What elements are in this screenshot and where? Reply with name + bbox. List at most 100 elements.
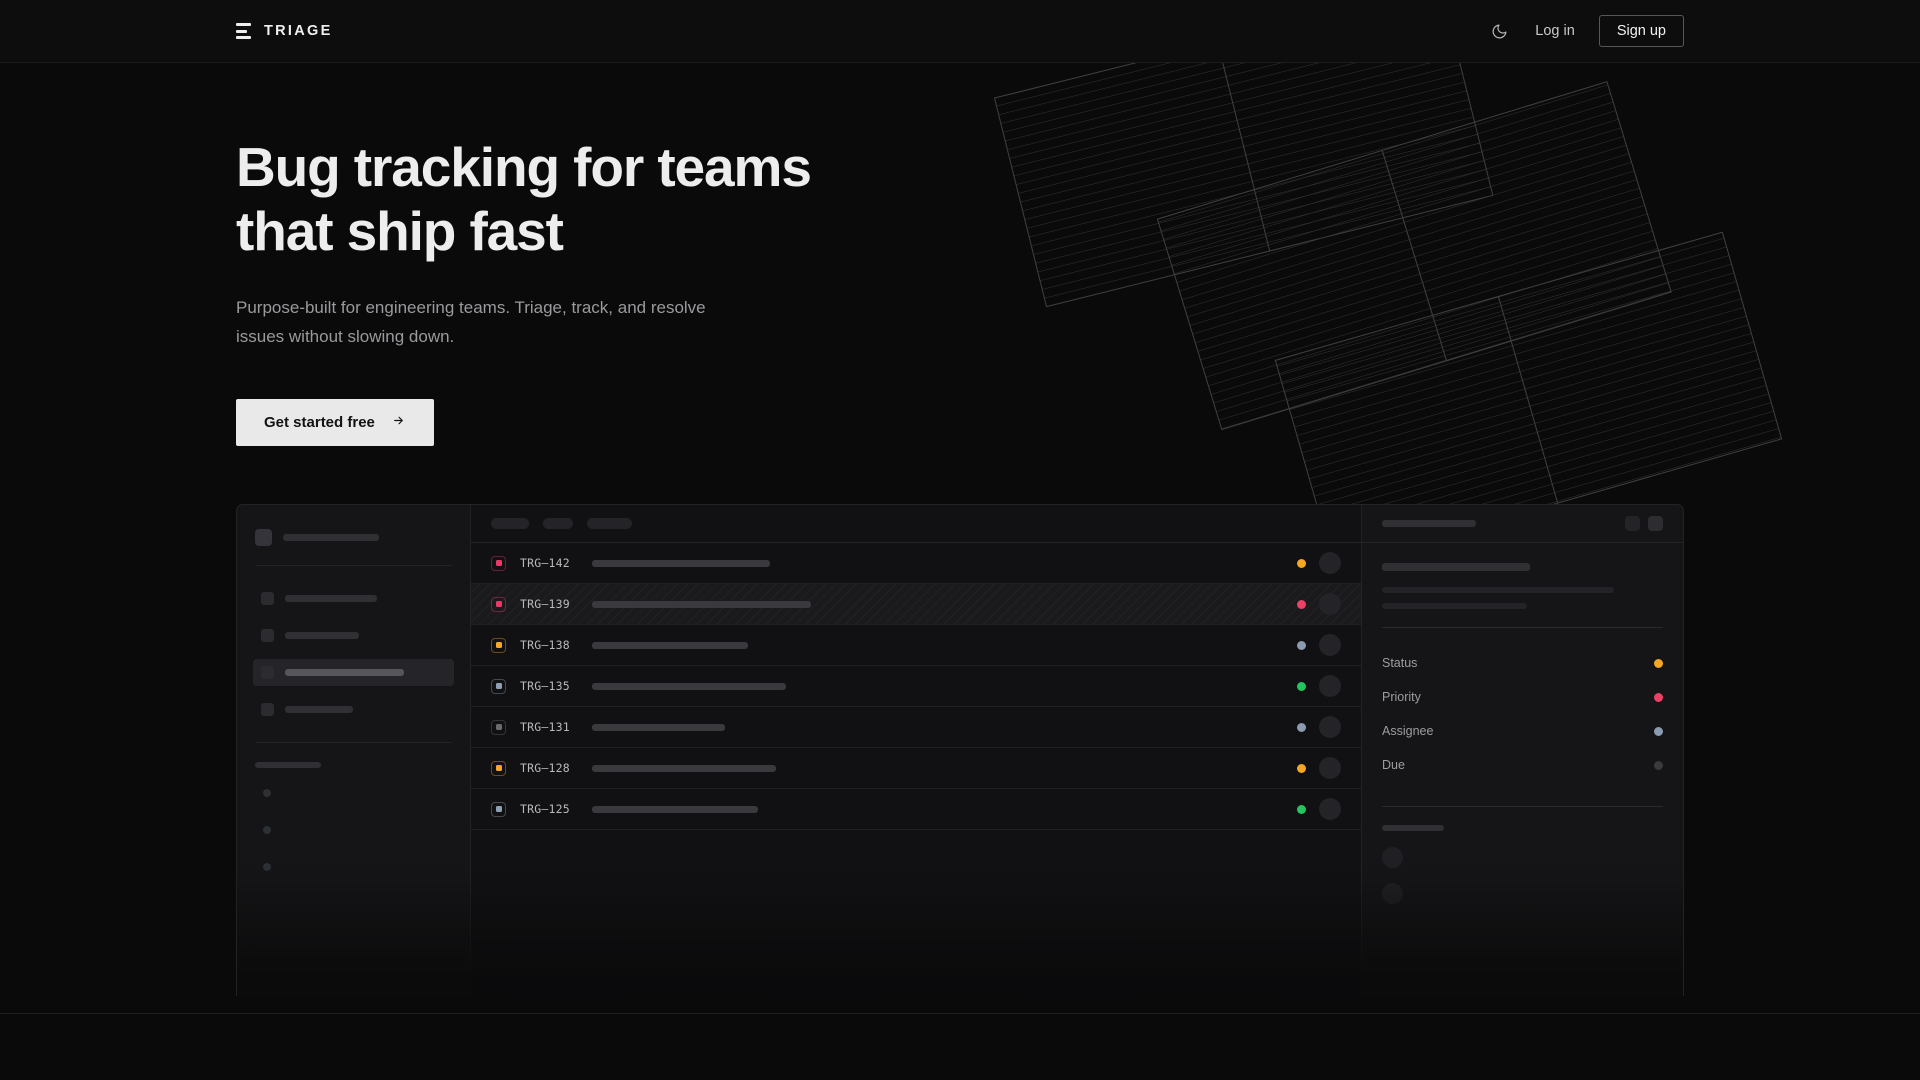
detail-title-skeleton — [1382, 520, 1476, 528]
detail-meta-label: Priority — [1382, 690, 1421, 705]
heading-line-2: that ship fast — [236, 200, 564, 263]
status-badge — [1297, 763, 1306, 773]
detail-meta-row[interactable]: Due — [1382, 748, 1663, 782]
detail-meta-row[interactable]: Assignee — [1382, 714, 1663, 748]
issue-title-skeleton — [592, 764, 776, 772]
detail-footer-label-skeleton — [1382, 825, 1444, 832]
issue-id: TRG–142 — [520, 556, 570, 571]
detail-panel-footer — [1362, 825, 1683, 919]
login-link[interactable]: Log in — [1535, 23, 1575, 39]
priority-badge-icon — [491, 678, 506, 694]
status-badge — [1297, 599, 1306, 609]
sidebar-item-label-skeleton — [285, 669, 404, 677]
detail-divider-bottom — [1382, 806, 1663, 808]
detail-meta-value-dot — [1654, 658, 1663, 668]
detail-meta-value-dot — [1654, 760, 1663, 770]
sidebar-sub-item-3[interactable] — [253, 856, 454, 878]
sidebar-item-icon — [261, 703, 274, 717]
issue-id: TRG–139 — [520, 597, 570, 612]
priority-badge-icon — [491, 719, 506, 735]
sidebar-item-icon — [261, 666, 274, 680]
table-row[interactable]: TRG–142 — [471, 543, 1361, 585]
issue-id: TRG–125 — [520, 802, 570, 817]
avatar — [1319, 552, 1341, 575]
mockup-sidebar — [237, 505, 471, 997]
priority-badge-icon — [491, 555, 506, 571]
status-badge — [1297, 558, 1306, 568]
sidebar-item-2[interactable] — [253, 622, 454, 649]
signup-button[interactable]: Sign up — [1598, 15, 1684, 47]
sidebar-item-4[interactable] — [253, 696, 454, 723]
bullet-icon — [263, 826, 271, 835]
avatar — [1319, 716, 1341, 739]
table-row[interactable]: TRG–125 — [471, 789, 1361, 831]
moon-icon[interactable] — [1487, 19, 1511, 43]
detail-body-line-2 — [1382, 603, 1527, 610]
detail-meta-label: Status — [1382, 656, 1418, 671]
cta-label: Get started free — [264, 414, 375, 432]
table-row[interactable]: TRG–139 — [471, 584, 1361, 626]
status-badge — [1297, 681, 1306, 691]
sidebar-section-label-skeleton — [255, 762, 321, 769]
workspace-switcher[interactable] — [253, 523, 454, 547]
table-row[interactable]: TRG–138 — [471, 625, 1361, 667]
sidebar-item-icon — [261, 629, 274, 643]
detail-footer-avatar-2 — [1382, 883, 1403, 905]
avatar — [1319, 593, 1341, 616]
sidebar-item-1[interactable] — [253, 585, 454, 612]
detail-body-line-1 — [1382, 587, 1614, 594]
brand-lockup[interactable]: TRIAGE — [236, 23, 333, 39]
workspace-avatar — [255, 529, 272, 547]
sidebar-item-icon — [261, 592, 274, 606]
hero-subheading: Purpose-built for engineering teams. Tri… — [236, 297, 706, 346]
detail-meta-label: Due — [1382, 758, 1405, 773]
detail-summary-skeleton — [1382, 563, 1530, 572]
nav-actions: Log in Sign up — [1487, 15, 1684, 47]
sidebar-item-3-active[interactable] — [253, 659, 454, 687]
detail-meta-row[interactable]: Priority — [1382, 680, 1663, 714]
avatar — [1319, 798, 1341, 821]
workspace-label-skeleton — [283, 534, 379, 542]
bullet-icon — [263, 863, 271, 872]
issue-title-skeleton — [592, 559, 770, 567]
filter-chip-1[interactable] — [491, 518, 529, 530]
table-row[interactable]: TRG–135 — [471, 666, 1361, 708]
sidebar-divider-top — [255, 565, 452, 567]
detail-action-icon-1[interactable] — [1625, 516, 1640, 532]
priority-badge-icon — [491, 801, 506, 817]
detail-panel-header — [1362, 505, 1683, 544]
arrow-right-icon — [391, 414, 406, 431]
sidebar-item-label-skeleton — [285, 632, 359, 640]
detail-meta-value-dot — [1654, 726, 1663, 736]
issue-title-skeleton — [592, 641, 748, 649]
detail-action-icon-2[interactable] — [1648, 516, 1663, 532]
status-badge — [1297, 640, 1306, 650]
priority-badge-icon — [491, 760, 506, 776]
page-title: Bug tracking for teams that ship fast — [236, 135, 916, 264]
status-badge — [1297, 722, 1306, 732]
issue-id: TRG–135 — [520, 679, 570, 694]
filter-chip-2[interactable] — [543, 518, 573, 530]
sidebar-sub-item-2[interactable] — [253, 819, 454, 841]
table-row[interactable]: TRG–128 — [471, 748, 1361, 790]
stacked-bars-icon — [236, 23, 251, 39]
avatar — [1319, 675, 1341, 698]
table-row[interactable]: TRG–131 — [471, 707, 1361, 749]
sidebar-sub-item-1[interactable] — [253, 782, 454, 804]
detail-meta-row[interactable]: Status — [1382, 646, 1663, 680]
issue-title-skeleton — [592, 682, 786, 690]
detail-divider — [1382, 627, 1663, 629]
get-started-button[interactable]: Get started free — [236, 399, 434, 447]
detail-meta-label: Assignee — [1382, 724, 1434, 739]
filter-chip-3[interactable] — [587, 518, 632, 530]
top-navigation-bar: TRIAGE Log in Sign up — [0, 0, 1920, 63]
issue-id: TRG–138 — [520, 638, 570, 653]
status-badge — [1297, 804, 1306, 814]
issue-id: TRG–131 — [520, 720, 570, 735]
